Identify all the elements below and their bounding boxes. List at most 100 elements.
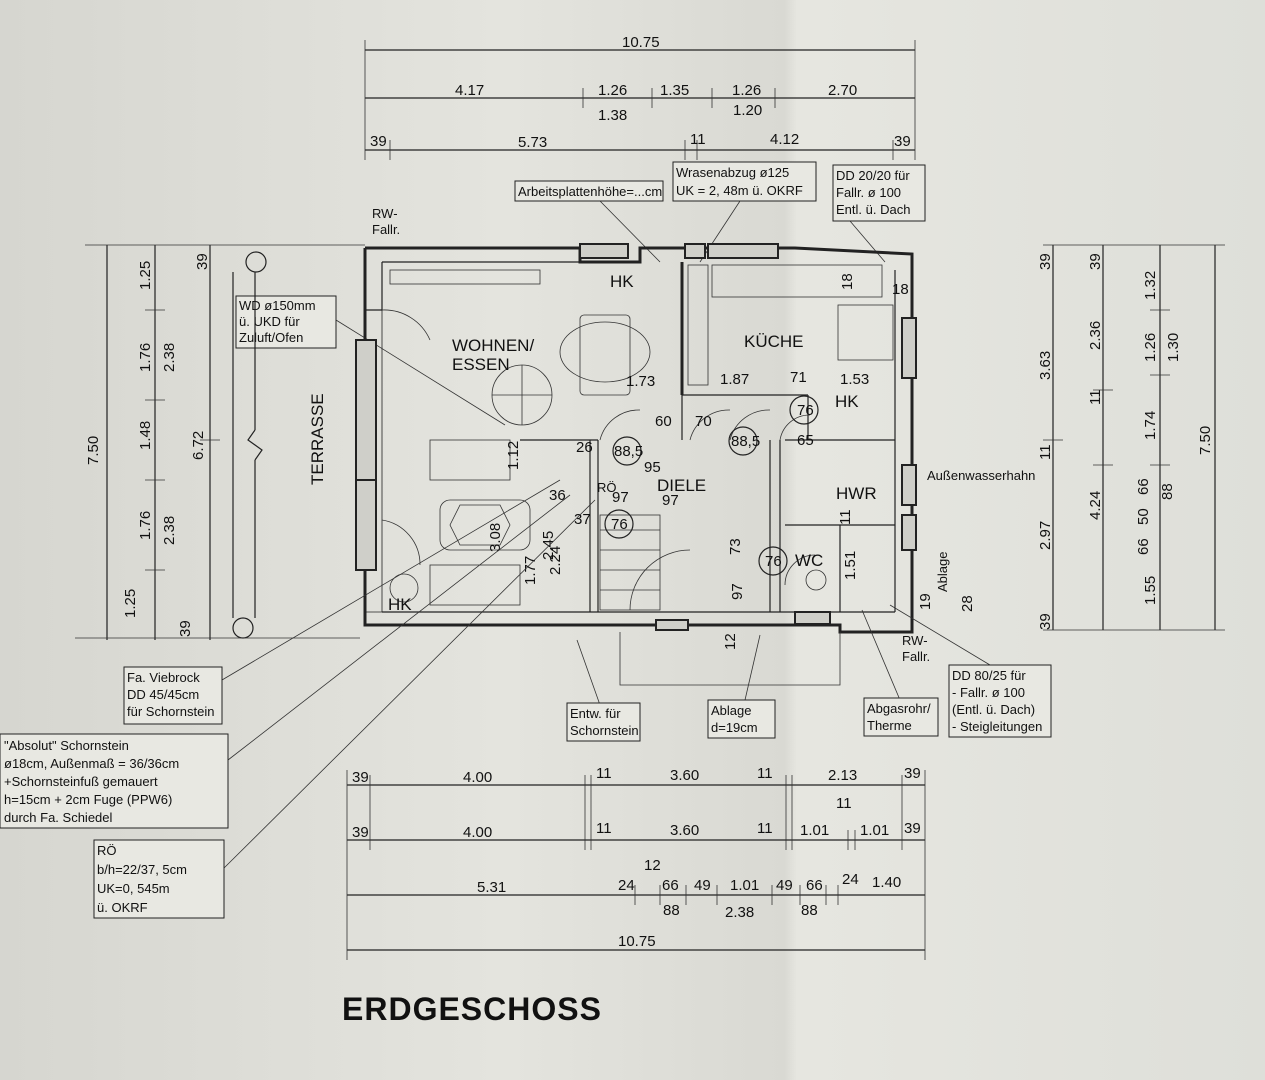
note-dd80: - Steigleitungen: [952, 719, 1042, 734]
dim-label: 1.30: [1165, 333, 1182, 362]
dim-label: 76: [797, 402, 814, 419]
top-total-dim: 10.75: [622, 34, 660, 51]
dim-label: 3.60: [670, 767, 699, 784]
dim-label: 2.24: [547, 546, 564, 575]
note-abgas: Therme: [867, 718, 912, 733]
dim-label: 39: [894, 133, 911, 150]
dim-label: 19: [917, 593, 934, 610]
dim-label: 1.76: [137, 511, 154, 540]
dim-label: 1.26: [1142, 333, 1159, 362]
note-ablage: d=19cm: [711, 720, 758, 735]
note-ablage-side: Ablage: [935, 552, 950, 592]
note-entw: Entw. für: [570, 706, 621, 721]
dim-label: 97: [729, 583, 746, 600]
dim-label: 24: [842, 871, 859, 888]
note-arbeitsplatte: Arbeitsplattenhöhe=...cm: [518, 184, 662, 199]
dim-label: 11: [1087, 389, 1104, 405]
dim-label: 26: [576, 439, 593, 456]
note-dd: Fallr. ø 100: [836, 185, 901, 200]
dim-label: 4.24: [1087, 491, 1104, 520]
dim-label: 73: [727, 538, 744, 555]
dim-label: 88,5: [731, 433, 760, 450]
dim-label: 1.53: [840, 371, 869, 388]
top-dimension-chain: 10.75 4.17 1.26 1.35 1.26 2.70 1.38 1.20…: [364, 34, 916, 160]
note-absolut: h=15cm + 2cm Fuge (PPW6): [4, 792, 172, 807]
room-label-wohnen: WOHNEN/: [452, 336, 534, 355]
dim-label: 11: [596, 765, 612, 782]
dim-label: 7.50: [85, 436, 102, 465]
dim-label: 66: [1135, 478, 1152, 495]
dim-label: 11: [836, 795, 852, 812]
dim-label: 24: [618, 877, 635, 894]
dim-label: 97: [612, 489, 629, 506]
dim-label: 1.40: [872, 874, 901, 891]
dim-label: 76: [765, 553, 782, 570]
dim-label: 49: [776, 877, 793, 894]
dim-label: 1.87: [720, 371, 749, 388]
note-dd: DD 20/20 für: [836, 168, 910, 183]
dim-label: 5.31: [477, 879, 506, 896]
room-label-hwr: HWR: [836, 484, 877, 503]
dim-label: 39: [194, 253, 211, 270]
dim-label: 3.08: [487, 523, 504, 552]
dim-label: 18: [839, 273, 856, 290]
dim-label: 1.12: [505, 441, 522, 470]
note-absolut: ø18cm, Außenmaß = 36/36cm: [4, 756, 179, 771]
room-label-terrasse: TERRASSE: [308, 393, 327, 485]
dim-label: 11: [757, 820, 773, 837]
note-ro-box: b/h=22/37, 5cm: [97, 862, 187, 877]
room-label-essen: ESSEN: [452, 355, 510, 374]
dim-label: 11: [757, 765, 773, 782]
dim-label: 1.51: [842, 551, 859, 580]
note-dd80: (Entl. ü. Dach): [952, 702, 1035, 717]
page-title: ERDGESCHOSS: [342, 991, 602, 1027]
dim-label: 39: [352, 769, 369, 786]
dim-label: 2.97: [1037, 521, 1054, 550]
dim-label: 1.38: [598, 107, 627, 124]
note-aussenwasserhahn: Außenwasserhahn: [927, 468, 1035, 483]
note-ro-box: RÖ: [97, 843, 117, 858]
right-dimension-chain: 39 3.63 11 2.97 39 2.36 11 4.24 39 1.32 …: [1037, 244, 1225, 631]
dim-label: 1.25: [122, 589, 139, 618]
bottom-total-dim: 10.75: [618, 933, 656, 950]
note-ablage: Ablage: [711, 703, 751, 718]
dim-label: 1.26: [598, 82, 627, 99]
dim-label: 2.13: [828, 767, 857, 784]
note-wd: WD ø150mm: [239, 298, 316, 313]
dim-label: 76: [611, 516, 628, 533]
dim-label: 97: [662, 492, 679, 509]
note-absolut: +Schornsteinfuß gemauert: [4, 774, 158, 789]
dim-label: 11: [837, 509, 854, 525]
top-notes: Arbeitsplattenhöhe=...cm Wrasenabzug ø12…: [235, 161, 926, 426]
lower-notes: Fa. Viebrock DD 45/45cm für Schornstein …: [0, 479, 1052, 919]
dim-label: 7.50: [1197, 426, 1214, 455]
dim-label: 36: [549, 487, 566, 504]
note-ro-box: ü. OKRF: [97, 900, 148, 915]
note-entw: Schornstein: [570, 723, 639, 738]
room-label-diele: DIELE: [657, 476, 706, 495]
note-ro: RÖ: [597, 480, 617, 495]
note-dd80: DD 80/25 für: [952, 668, 1026, 683]
note-wrasen: Wrasenabzug ø125: [676, 165, 789, 180]
dim-label: 1.35: [660, 82, 689, 99]
note-viebrock: Fa. Viebrock: [127, 670, 200, 685]
note-rw-top: RW-: [372, 206, 398, 221]
note-ro-box: UK=0, 545m: [97, 881, 170, 896]
dim-label: 6.72: [190, 431, 207, 460]
dim-label: 1.01: [800, 822, 829, 839]
room-labels: WOHNEN/ ESSEN KÜCHE DIELE HWR WC HK HK H…: [308, 272, 877, 614]
dim-label: 88,5: [614, 443, 643, 460]
note-absolut: durch Fa. Schiedel: [4, 810, 113, 825]
note-wd: ü. UKD für: [239, 314, 300, 329]
note-rw-top: Fallr.: [372, 222, 400, 237]
dim-label: 2.70: [828, 82, 857, 99]
dim-label: 1.48: [137, 421, 154, 450]
note-wd: Zuluft/Ofen: [239, 330, 303, 345]
dim-label: 12: [722, 633, 739, 650]
dim-label: 4.00: [463, 824, 492, 841]
dim-label: 66: [662, 877, 679, 894]
dim-label: 1.76: [137, 343, 154, 372]
note-dd80: - Fallr. ø 100: [952, 685, 1025, 700]
note-rw-bottom: Fallr.: [902, 649, 930, 664]
